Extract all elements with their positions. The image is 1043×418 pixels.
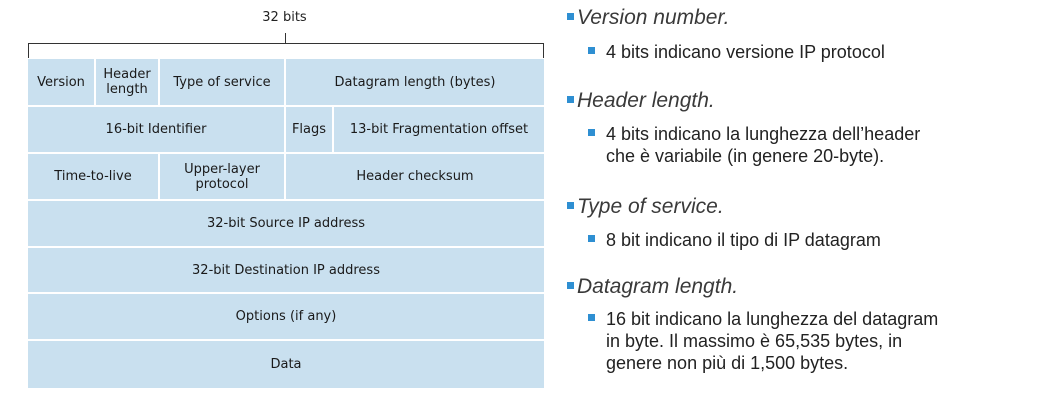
field-type-of-service: Type of service <box>160 59 286 107</box>
bullet-marker <box>567 13 574 20</box>
field-data: Data <box>28 341 544 388</box>
bullet-marker <box>567 282 574 289</box>
bullet-text-type-of-service: 8 bit indicano il tipo di IP datagram <box>606 230 881 250</box>
field-source-ip: 32-bit Source IP address <box>28 201 544 248</box>
bullet-marker <box>588 235 595 242</box>
bullet-heading-type-of-service: Type of service. <box>577 195 724 218</box>
field-descriptions: Version number. 4 bits indicano versione… <box>560 0 1043 418</box>
field-header-length: Header length <box>96 59 160 107</box>
field-header-checksum: Header checksum <box>286 154 544 201</box>
field-destination-ip: 32-bit Destination IP address <box>28 248 544 294</box>
width-label: 32 bits <box>262 10 307 25</box>
field-datagram-length: Datagram length (bytes) <box>286 59 544 107</box>
bullet-text-datagram-length: 16 bit indicano la lunghezza del datagra… <box>606 309 939 373</box>
field-fragmentation-offset: 13-bit Fragmentation offset <box>334 107 544 154</box>
width-bracket-left <box>28 43 29 58</box>
bullet-marker <box>567 202 574 209</box>
bullet-marker <box>567 96 574 103</box>
ipv4-header-diagram: 32 bits Version Header length Type of se… <box>28 10 544 388</box>
field-flags: Flags <box>286 107 334 154</box>
bullet-marker <box>588 47 595 54</box>
bullet-heading-header-length: Header length. <box>577 89 715 112</box>
field-time-to-live: Time-to-live <box>28 154 160 201</box>
field-options: Options (if any) <box>28 294 544 341</box>
bullet-text-version: 4 bits indicano versione IP protocol <box>606 42 885 62</box>
bullet-text-header-length: 4 bits indicano la lunghezza dell’header… <box>606 124 921 166</box>
bullet-heading-datagram-length: Datagram length. <box>577 275 739 298</box>
width-bracket-right <box>543 43 544 58</box>
bullet-heading-version: Version number. <box>577 6 730 29</box>
field-upper-layer-protocol: Upper-layer protocol <box>160 154 286 201</box>
field-version: Version <box>28 59 96 107</box>
width-bracket-top <box>28 43 544 44</box>
bullet-marker <box>588 314 595 321</box>
field-identifier: 16-bit Identifier <box>28 107 286 154</box>
width-bracket-tick <box>285 33 286 43</box>
bullet-marker <box>588 129 595 136</box>
